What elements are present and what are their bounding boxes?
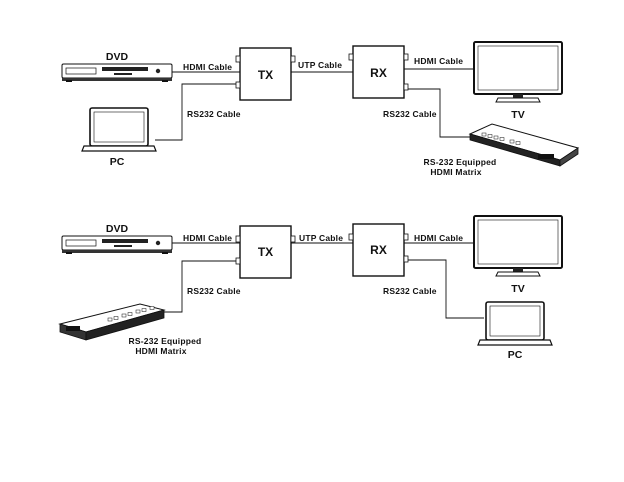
- bottom-diagram: DVD RS-232 Equipped HDMI Matrix: [60, 216, 562, 361]
- top-laptop-icon: [82, 108, 156, 151]
- bottom-tv-icon: [474, 216, 562, 276]
- top-rs232-cable-right-label: RS232 Cable: [383, 109, 437, 119]
- bottom-dvd-player-icon: [62, 236, 172, 254]
- top-dvd-player-icon: [62, 64, 172, 82]
- bottom-tx-label: TX: [258, 245, 273, 259]
- top-tv-icon: [474, 42, 562, 102]
- bottom-matrix-label-line2: HDMI Matrix: [135, 346, 186, 356]
- top-matrix-label-line2: HDMI Matrix: [430, 167, 481, 177]
- bottom-utp-cable-label: UTP Cable: [299, 233, 343, 243]
- bottom-hdmi-matrix-icon: [60, 304, 164, 340]
- top-tv-label: TV: [511, 109, 524, 121]
- top-hdmi-cable-left-label: HDMI Cable: [183, 62, 232, 72]
- top-hdmi-cable-right-label: HDMI Cable: [414, 56, 463, 66]
- bottom-rs232-cable-right-label: RS232 Cable: [383, 286, 437, 296]
- top-pc-label: PC: [110, 156, 125, 168]
- bottom-tv-label: TV: [511, 283, 524, 295]
- bottom-rs232-cable-left-label: RS232 Cable: [187, 286, 241, 296]
- top-rx-label: RX: [370, 66, 387, 80]
- bottom-rx-label: RX: [370, 243, 387, 257]
- top-utp-cable-label: UTP Cable: [298, 60, 342, 70]
- bottom-hdmi-cable-right-label: HDMI Cable: [414, 233, 463, 243]
- top-tx-label: TX: [258, 68, 273, 82]
- bottom-pc-label: PC: [508, 349, 523, 361]
- top-matrix-label-line1: RS-232 Equipped: [424, 157, 497, 167]
- bottom-hdmi-cable-left-label: HDMI Cable: [183, 233, 232, 243]
- bottom-laptop-icon: [478, 302, 552, 345]
- top-dvd-label: DVD: [106, 51, 129, 63]
- bottom-dvd-label: DVD: [106, 223, 129, 235]
- bottom-matrix-label-line1: RS-232 Equipped: [129, 336, 202, 346]
- top-diagram: DVD PC TX RX TV: [62, 42, 578, 177]
- top-rs232-cable-left-label: RS232 Cable: [187, 109, 241, 119]
